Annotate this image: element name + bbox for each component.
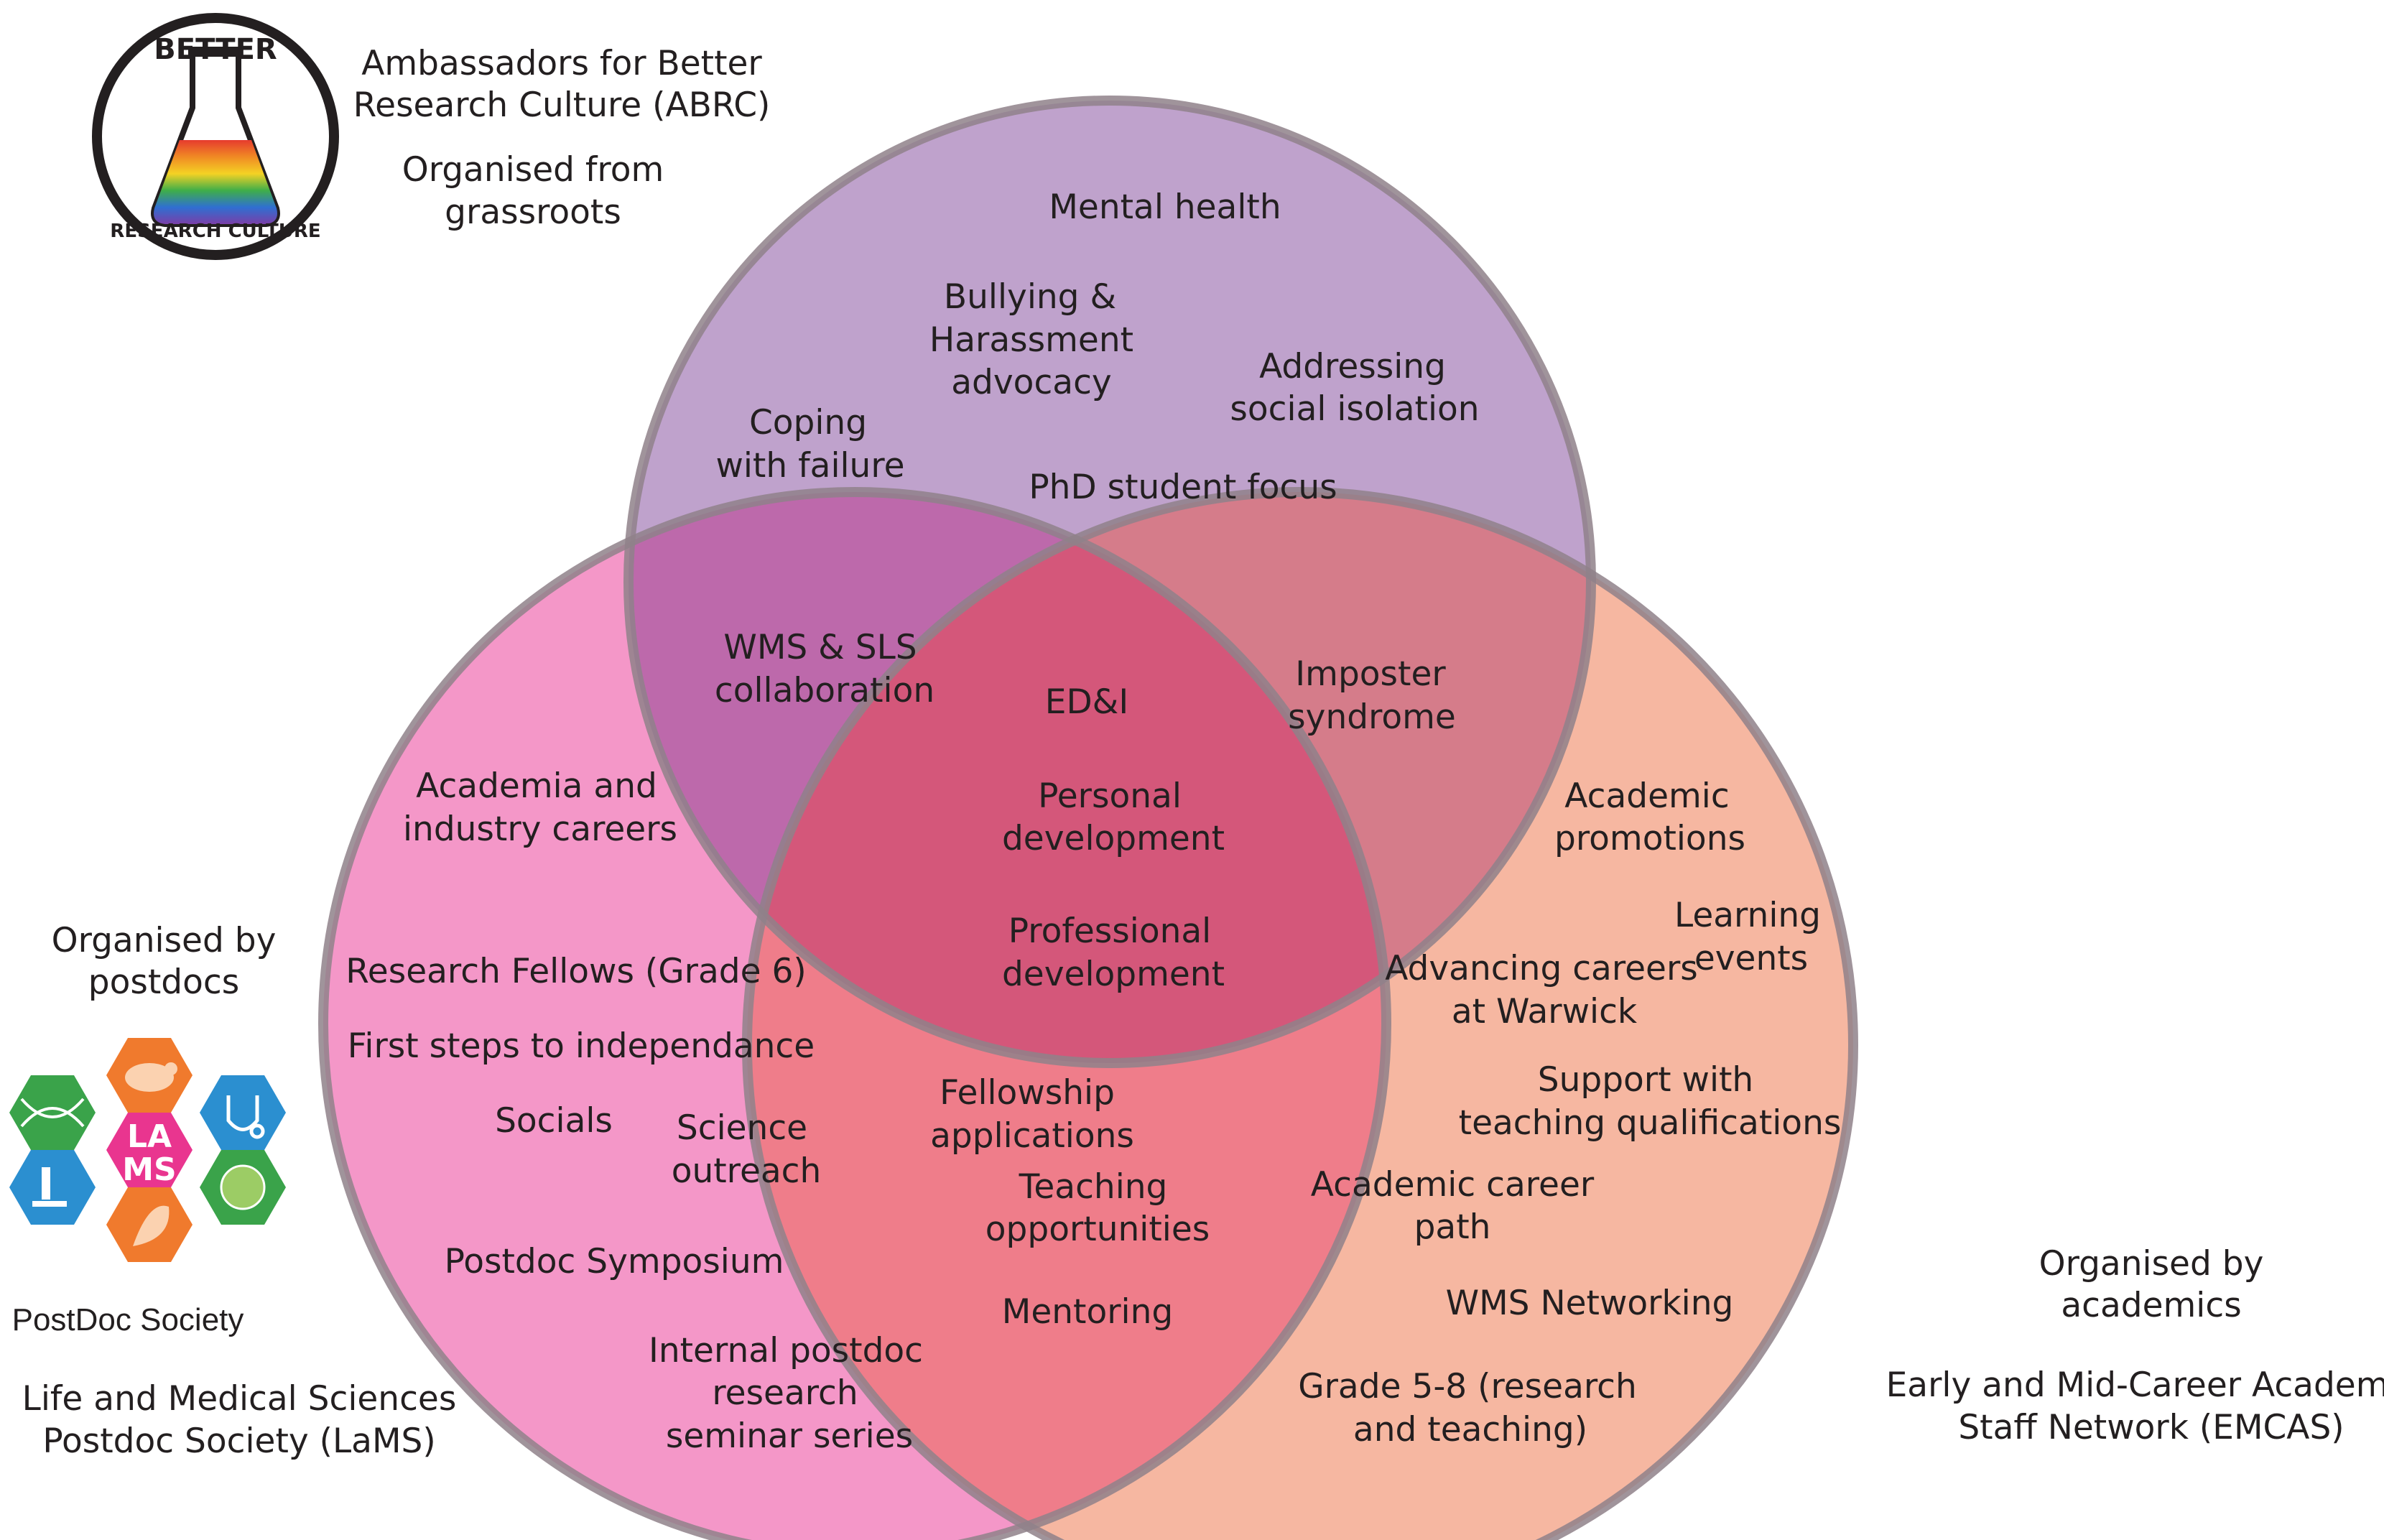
center-items: ED&I Personal development Professional d…	[1002, 682, 1225, 994]
career-path-label-line-1: Academic career	[1311, 1165, 1595, 1205]
isolation-label-line-1: Addressing	[1259, 347, 1446, 386]
mouse-icon	[125, 1062, 177, 1092]
teaching-label-line-1: Teaching	[1019, 1167, 1168, 1207]
lams-organised: Organised by postdocs	[52, 921, 277, 1002]
lams-logo-letters-bottom: MS	[122, 1151, 176, 1188]
seminar-label-line-3: seminar series	[666, 1416, 913, 1456]
emcas-organised-line-1: Organised by	[2039, 1244, 2264, 1284]
flask-icon	[151, 47, 280, 227]
imposter-label-line-1: Imposter	[1295, 654, 1446, 694]
lams-title-line-1: Life and Medical Sciences	[22, 1379, 457, 1419]
abrc-circle-outline	[623, 96, 1596, 1068]
emcas-organised: Organised by academics	[2039, 1244, 2264, 1325]
emcas-circle-outline	[742, 487, 1858, 1540]
learning-label-line-2: events	[1694, 939, 1808, 978]
lams-logo-letters-top: LA	[127, 1118, 172, 1155]
wms-sls-label-line-1: WMS & SLS	[723, 628, 917, 667]
fellowship-label-line-2: applications	[930, 1116, 1134, 1156]
support-label-line-1: Support with	[1538, 1060, 1753, 1100]
abrc-only-items: Mental health Bullying & Harassment advo…	[715, 187, 1479, 507]
lams-emcas-items: Fellowship applications Teaching opportu…	[930, 1073, 1210, 1332]
bullying-label-line-3: advocacy	[951, 363, 1112, 402]
personal-dev-label-line-2: development	[1002, 819, 1225, 858]
abrc-organised: Organised from grassroots	[402, 150, 664, 232]
abrc-title-line-1: Ambassadors for Better	[361, 44, 762, 83]
outreach-label-line-2: outreach	[672, 1151, 822, 1191]
grade-label-line-2: and teaching)	[1353, 1410, 1587, 1449]
microscope-icon	[32, 1167, 67, 1207]
careers-label-line-1: Academia and	[416, 766, 657, 806]
abrc-emcas-items: Imposter syndrome	[1288, 654, 1456, 737]
seminar-label-line-2: research	[712, 1373, 858, 1413]
lams-only-items: Academia and industry careers Research F…	[345, 766, 923, 1456]
bullying-label-line-2: Harassment	[929, 320, 1133, 360]
coping-label-line-2: with failure	[715, 446, 904, 486]
seminar-label-line-1: Internal postdoc	[649, 1331, 923, 1370]
personal-dev-label-line-1: Personal	[1038, 776, 1182, 816]
abrc-title-line-2: Research Culture (ABRC)	[353, 85, 771, 125]
learning-label-line-1: Learning	[1674, 896, 1821, 935]
lams-organised-line-1: Organised by	[52, 921, 277, 960]
advancing-label-line-1: Advancing careers	[1385, 949, 1698, 988]
phd-focus-label: PhD student focus	[1029, 468, 1337, 507]
abrc-title: Ambassadors for Better Research Culture …	[353, 44, 771, 125]
dna-icon	[20, 1098, 85, 1128]
emcas-title-line-1: Early and Mid-Career Academic	[1886, 1365, 2384, 1405]
promotions-label-line-2: promotions	[1554, 819, 1745, 858]
emcas-title-line-2: Staff Network (EMCAS)	[1958, 1408, 2344, 1447]
outreach-label-line-1: Science	[677, 1108, 807, 1148]
lams-logo: LA MS PostDoc Society	[9, 1038, 286, 1337]
abrc-organised-line-1: Organised from	[402, 150, 664, 190]
promotions-label-line-1: Academic	[1564, 776, 1729, 816]
bullying-label-line-1: Bullying &	[944, 277, 1116, 317]
first-steps-label: First steps to independance	[348, 1026, 815, 1066]
mental-health-label: Mental health	[1049, 187, 1281, 227]
socials-label: Socials	[495, 1101, 613, 1141]
emcas-title: Early and Mid-Career Academic Staff Netw…	[1886, 1365, 2384, 1447]
emcas-only-items: Academic promotions Learning events Adva…	[1298, 776, 1841, 1449]
professional-dev-label-line-2: development	[1002, 955, 1225, 994]
careers-label-line-2: industry careers	[403, 810, 677, 849]
mentoring-label: Mentoring	[1002, 1292, 1173, 1332]
microscope-hexagon	[9, 1150, 96, 1225]
lams-center-hexagon	[106, 1113, 193, 1187]
lams-title: Life and Medical Sciences Postdoc Societ…	[22, 1379, 457, 1461]
lams-logo-caption: PostDoc Society	[12, 1302, 244, 1337]
career-path-label-line-2: path	[1414, 1207, 1491, 1247]
lams-circle-outline	[318, 487, 1391, 1540]
abrc-logo-top-text: BETTER	[154, 33, 277, 66]
lams-organised-line-2: postdocs	[88, 962, 239, 1002]
leaf-icon	[133, 1205, 170, 1246]
advancing-label-line-2: at Warwick	[1452, 992, 1638, 1031]
virus-icon	[220, 1164, 266, 1210]
wms-sls-label-line-2: collaboration	[715, 671, 934, 710]
coping-label-line-1: Coping	[749, 403, 867, 442]
teaching-label-line-2: opportunities	[985, 1210, 1210, 1249]
professional-dev-label-line-1: Professional	[1008, 912, 1211, 951]
symposium-label: Postdoc Symposium	[445, 1242, 784, 1281]
research-fellows-label: Research Fellows (Grade 6)	[345, 952, 806, 991]
emcas-organised-line-2: academics	[2061, 1286, 2241, 1325]
imposter-label-line-2: syndrome	[1288, 697, 1456, 737]
abrc-lams-items: WMS & SLS collaboration	[715, 628, 934, 710]
grade-label-line-1: Grade 5-8 (research	[1298, 1367, 1637, 1406]
lams-title-line-2: Postdoc Society (LaMS)	[42, 1421, 435, 1461]
abrc-logo-bottom-text: RESEARCH CULTURE	[110, 221, 320, 242]
dna-hexagon	[9, 1075, 96, 1150]
abrc-organised-line-2: grassroots	[445, 192, 621, 232]
stethoscope-icon	[226, 1095, 265, 1139]
wms-networking-label: WMS Networking	[1446, 1284, 1734, 1323]
support-label-line-2: teaching qualifications	[1459, 1103, 1842, 1143]
abrc-logo: BETTER RESEARCH CULTURE	[92, 13, 339, 260]
edi-label: ED&I	[1045, 682, 1128, 722]
fellowship-label-line-1: Fellowship	[940, 1073, 1115, 1113]
isolation-label-line-2: social isolation	[1230, 389, 1479, 429]
stethoscope-hexagon	[200, 1075, 286, 1150]
